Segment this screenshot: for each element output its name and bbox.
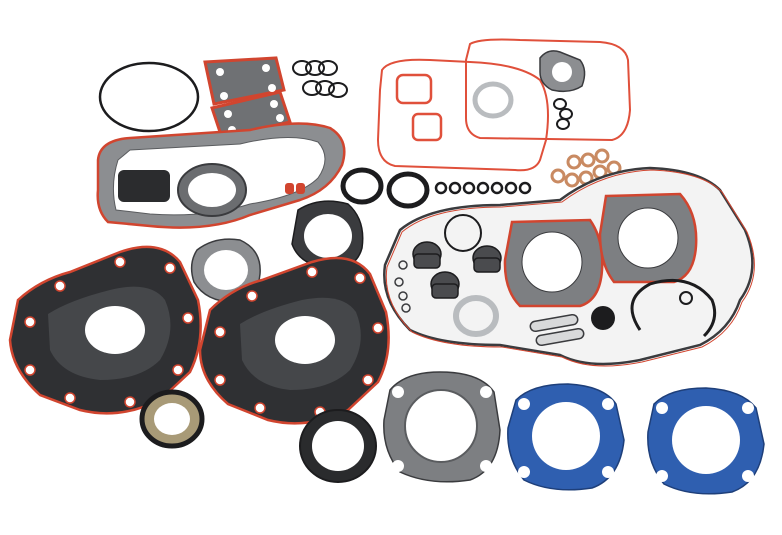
steel-ring-top [472,81,514,119]
large-o-ring [98,61,200,133]
small-plate-gaskets [529,313,585,347]
oil-seal-large [299,409,377,483]
steel-ring-mid [453,295,499,337]
valve-stem-seals [412,241,502,299]
tiny-ring-right [679,291,693,305]
red-square-seals [395,73,443,142]
head-gasket-gray [383,371,501,483]
head-gasket-blue-left [507,383,625,491]
cam-cover-gasket [96,122,346,229]
oil-seal-small [139,389,205,449]
cylinder-base-gasket-mid-right [291,200,364,269]
tiny-washers [394,260,411,313]
primary-cover-gasket-red-outline-left [376,58,549,172]
head-gasket-blue-right [647,387,765,495]
rocker-cover-gasket-left [8,245,202,415]
black-disc [591,306,615,330]
cylinder-base-gasket-right [598,192,698,284]
pushrod-seal-rings [340,167,430,209]
small-ring [444,214,482,252]
copper-washers [550,148,622,188]
retaining-ring [630,278,717,338]
o-ring-row [434,181,532,195]
o-ring-set-top [292,60,348,98]
small-rocker-gasket-upper [203,56,286,106]
small-red-seals [285,183,305,194]
cylinder-base-gasket-left [503,218,604,308]
primary-cover-gasket-red-outline-right [465,38,632,142]
tiny-o-rings-right [553,98,573,130]
small-exhaust-gasket [539,50,586,93]
rocker-cover-gasket-right [198,256,390,425]
